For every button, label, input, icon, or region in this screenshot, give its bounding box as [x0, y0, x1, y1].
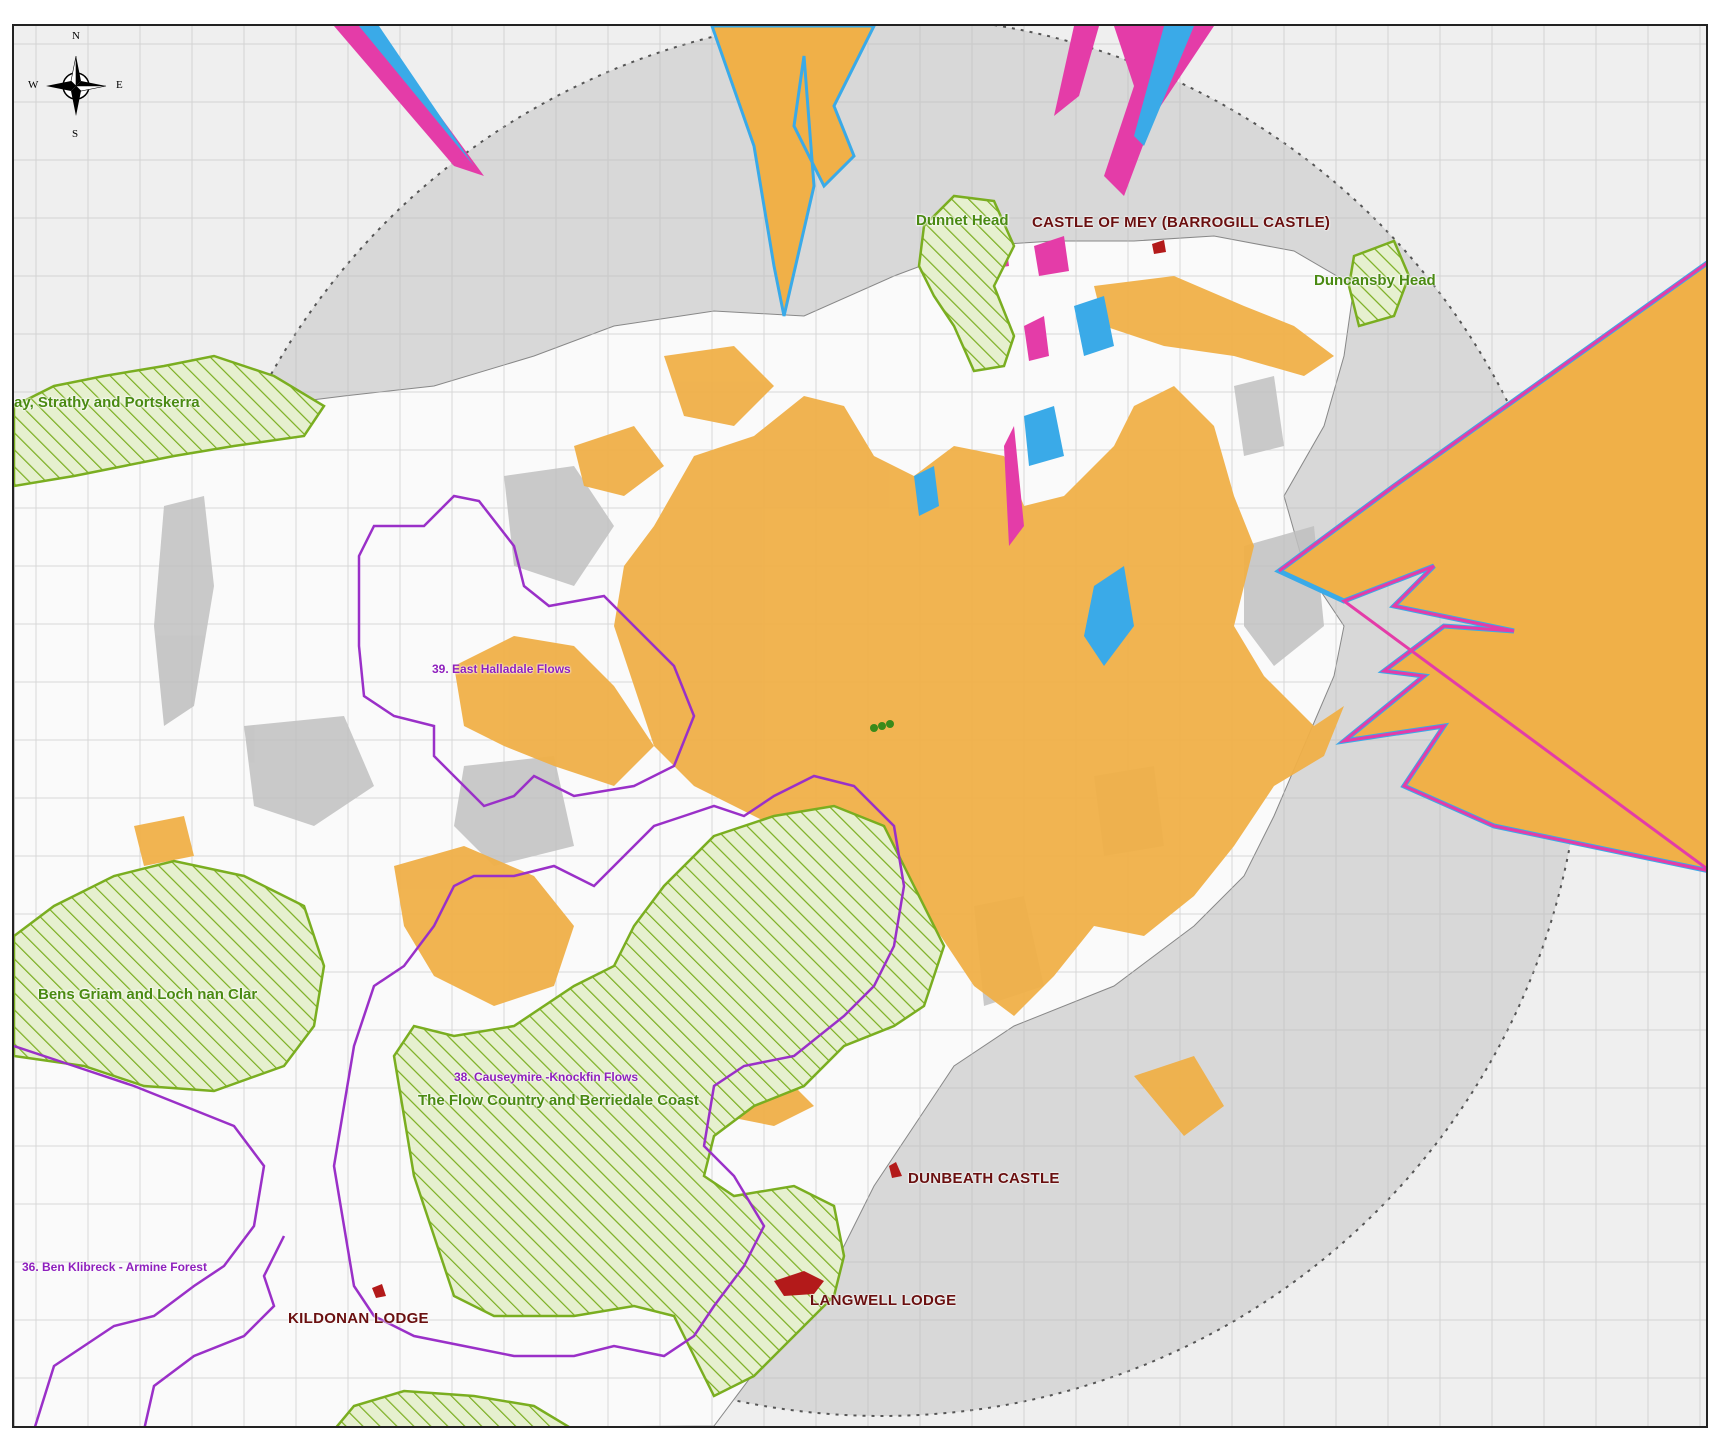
- site-dunnet-head: [917, 194, 1016, 373]
- compass-east: E: [116, 79, 123, 91]
- label-strathy: ay, Strathy and Portskerra: [14, 394, 200, 411]
- label-ben-klibreck: 36. Ben Klibreck - Armine Forest: [22, 1260, 207, 1274]
- label-east-halladale: 39. East Halladale Flows: [432, 662, 571, 676]
- langwell-lodge-marker: [774, 1271, 824, 1296]
- site-strathy: [14, 354, 326, 488]
- map-canvas[interactable]: [14, 26, 1708, 1428]
- designated-sites: [14, 194, 1411, 1426]
- heritage-markers: [372, 240, 1166, 1298]
- label-bens-griam: Bens Griam and Loch nan Clar: [38, 986, 258, 1003]
- wla-south-boundary: [143, 1235, 286, 1426]
- label-castle-of-mey: CASTLE OF MEY (BARROGILL CASTLE): [1032, 214, 1331, 231]
- label-kildonan-lodge: KILDONAN LODGE: [288, 1310, 429, 1327]
- wla-causeymire: [332, 774, 906, 1358]
- compass-north: N: [72, 30, 80, 42]
- site-flow-country: [392, 804, 946, 1398]
- wild-land-areas: [14, 494, 906, 1426]
- ztv-fringes: [914, 226, 1134, 666]
- kildonan-lodge-marker: [372, 1284, 386, 1298]
- ztv-east-wedge-edge: [1278, 262, 1706, 872]
- dunbeath-castle-marker: [889, 1162, 902, 1178]
- label-dunbeath-castle: DUNBEATH CASTLE: [908, 1170, 1060, 1187]
- wla-ben-klibreck: [14, 1044, 266, 1426]
- compass-south: S: [72, 128, 79, 140]
- label-duncansby-head: Duncansby Head: [1314, 272, 1436, 289]
- wla-east-halladale: [357, 494, 696, 808]
- label-flow-country: The Flow Country and Berriedale Coast: [418, 1092, 699, 1109]
- label-dunnet-head: Dunnet Head: [916, 212, 1009, 229]
- site-bens-griam: [14, 859, 326, 1093]
- site-south-fragment: [335, 1389, 570, 1426]
- label-causeymire: 38. Causeymire -Knockfin Flows: [454, 1070, 639, 1084]
- label-langwell-lodge: LANGWELL LODGE: [810, 1292, 957, 1309]
- ztv-north-spikes: [334, 26, 1214, 317]
- site-duncansby-head: [1347, 239, 1411, 328]
- castle-of-mey-marker: [1152, 240, 1166, 254]
- turbine-site: [870, 720, 894, 732]
- map-frame: N S W E Dunnet Head Duncansby Head ay, S…: [12, 24, 1708, 1428]
- compass-west: W: [28, 79, 39, 91]
- compass-rose: [46, 55, 107, 116]
